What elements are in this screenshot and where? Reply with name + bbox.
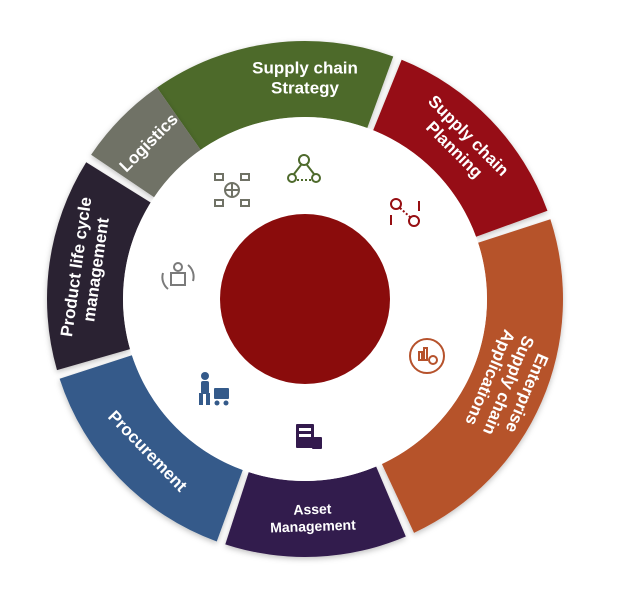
cart-person-icon bbox=[199, 372, 229, 406]
segment-shape-product-life-cycle bbox=[46, 162, 151, 371]
segment-shape-asset-management bbox=[225, 466, 406, 557]
chart-gear-cycle-icon bbox=[409, 338, 445, 374]
segment-label-asset-management-1: Management bbox=[270, 517, 356, 536]
segment-shape-supply-chain-planning bbox=[373, 59, 548, 237]
global-logistics-icon bbox=[214, 173, 250, 207]
segment-label-supply-chain-strategy-0: Supply chain bbox=[252, 58, 358, 77]
network-gears-icon bbox=[287, 154, 321, 183]
segment-shape-logistics bbox=[91, 87, 201, 198]
segment-shape-supply-chain-strategy bbox=[157, 40, 394, 150]
segment-label-asset-management-0: Asset bbox=[293, 500, 332, 517]
segment-shape-procurement bbox=[59, 355, 243, 542]
segment-logistics: Logistics bbox=[91, 87, 201, 198]
asset-tools-icon bbox=[296, 424, 322, 449]
center-circle bbox=[220, 214, 390, 384]
gears-connected-icon bbox=[390, 198, 420, 227]
segment-shape-enterprise-applications bbox=[381, 219, 563, 533]
segment-label-supply-chain-strategy-1: Strategy bbox=[271, 78, 340, 97]
box-cycle-icon bbox=[161, 262, 195, 290]
